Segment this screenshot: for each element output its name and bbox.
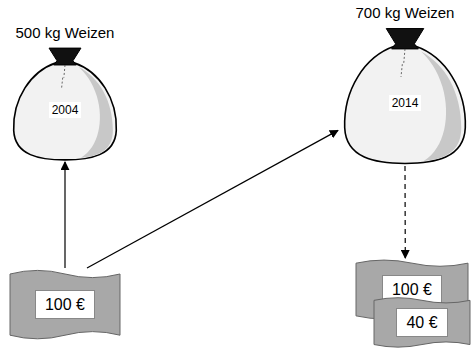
wheat-sack: 700 kg Weizen 2014 [338,4,472,166]
sack-heading: 700 kg Weizen [338,4,472,22]
banknote-paper [374,298,470,347]
sack-shading [421,51,461,160]
sack-tie [49,48,81,65]
sack-tie [386,29,424,49]
sack-body [345,46,466,163]
flow-arrow [64,162,65,268]
flow-arrow [404,166,405,258]
sack-shading [79,67,113,158]
banknote: 100 € [10,268,120,340]
sack-string [62,65,65,88]
flow-arrow [87,130,338,268]
sack-body [14,63,117,160]
banknote: 40 € [374,296,470,348]
sack-string [401,49,405,77]
year-label: 2014 [389,95,422,111]
year-label: 2004 [49,102,82,118]
money-amount: 40 € [396,308,447,337]
wheat-sack: 500 kg Weizen 2004 [8,24,122,162]
banknote-paper [10,270,120,338]
money-amount: 100 € [35,290,95,319]
sack-heading: 500 kg Weizen [8,24,122,42]
